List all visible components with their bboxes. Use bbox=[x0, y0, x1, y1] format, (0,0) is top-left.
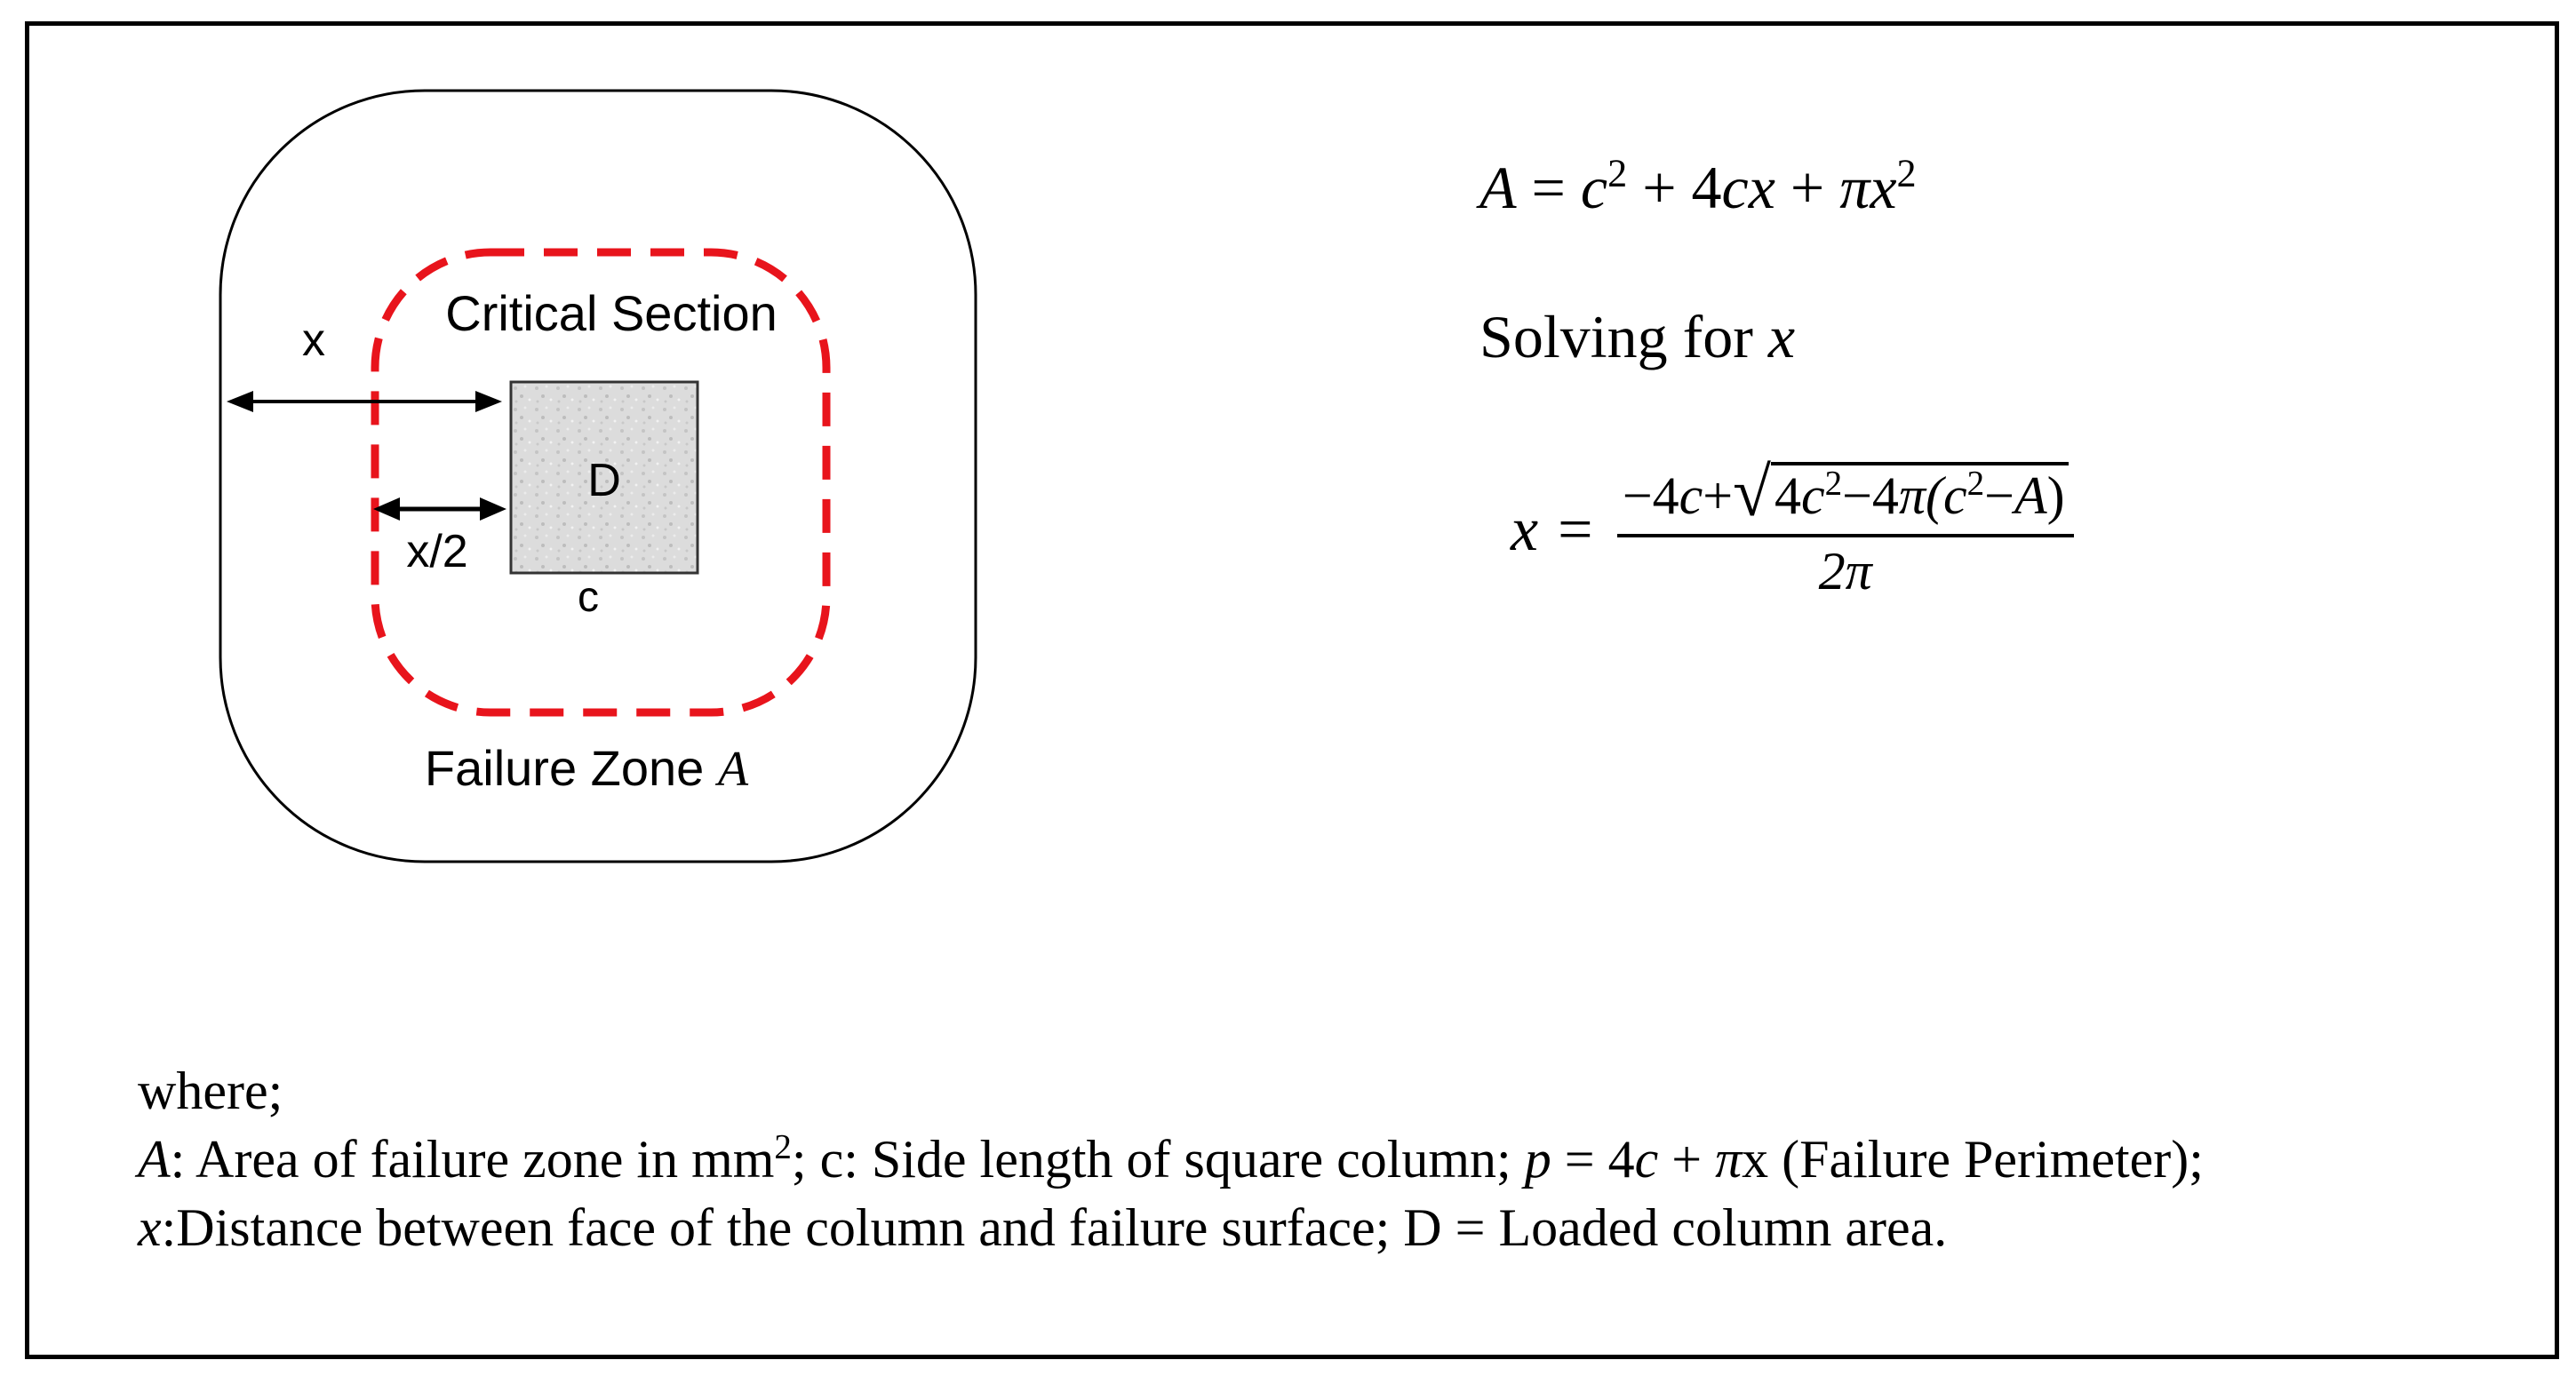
x-dimension-arrow bbox=[227, 391, 502, 412]
label-failure-zone-var: A bbox=[714, 742, 749, 797]
label-c: c bbox=[578, 574, 599, 621]
solving-for-x-text: Solving for x bbox=[1479, 303, 1796, 370]
failure-zone-outline bbox=[219, 89, 977, 863]
figure-frame bbox=[25, 21, 2559, 1359]
label-critical-section: Critical Section bbox=[445, 285, 777, 341]
solution-denominator: 2π bbox=[1818, 542, 1872, 601]
legend-line-distance: x:Distance between face of the column an… bbox=[138, 1198, 1948, 1257]
column-square bbox=[509, 380, 699, 575]
square-root: √4c2−4π(c2−A) bbox=[1733, 457, 2069, 527]
legend-line-where: where; bbox=[138, 1062, 283, 1120]
label-x: x bbox=[302, 314, 325, 366]
label-D: D bbox=[587, 455, 621, 506]
x-half-dimension-arrow bbox=[373, 497, 506, 521]
legend: where; A: Area of failure zone in mm2; c… bbox=[138, 1057, 2204, 1262]
solution-lhs: x = bbox=[1511, 495, 1596, 564]
label-x-half: x/2 bbox=[406, 526, 467, 577]
critical-section-outline bbox=[371, 248, 831, 717]
area-equation: A = c2 + 4cx + πx2 bbox=[1479, 151, 1917, 221]
label-failure-zone: Failure Zone A bbox=[425, 740, 749, 797]
legend-line-definitions: A: Area of failure zone in mm2; c: Side … bbox=[138, 1127, 2204, 1189]
